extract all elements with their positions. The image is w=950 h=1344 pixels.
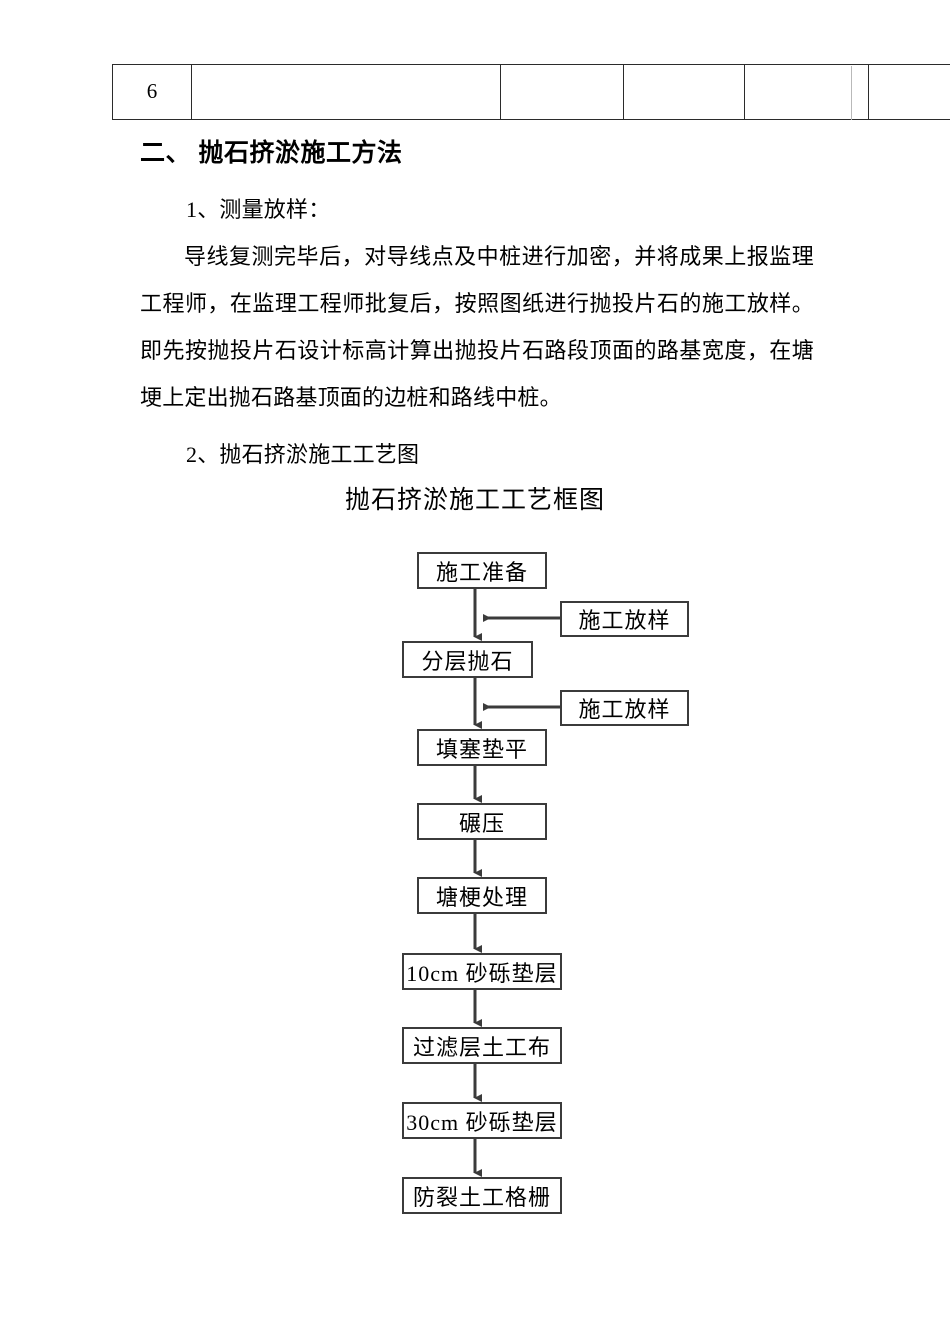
table-cell-col4[interactable] (623, 64, 745, 120)
subsection-1-label: 1、测量放样： (186, 197, 331, 222)
table-cell-col6[interactable] (868, 64, 950, 120)
flow-node-10cm-gravel-cushion[interactable]: 10cm 砂砾垫层 (402, 953, 562, 990)
flow-node-construction-preparation[interactable]: 施工准备 (417, 552, 547, 589)
flow-node-pond-ridge-treatment[interactable]: 塘梗处理 (417, 877, 547, 914)
subsection-1-body: 导线复测完毕后，对导线点及中桩进行加密，并将成果上报监理工程师，在监理工程师批复… (140, 244, 814, 410)
flow-node-30cm-gravel-cushion[interactable]: 30cm 砂砾垫层 (402, 1102, 562, 1139)
flow-node-setting-out-2[interactable]: 施工放样 (560, 690, 689, 726)
flow-node-anti-crack-geogrid[interactable]: 防裂土工格栅 (402, 1177, 562, 1214)
table-edge-shadow (851, 66, 852, 120)
flowchart-title: 抛石挤淤施工工艺框图 (344, 487, 605, 514)
section-heading: 二、 抛石挤淤施工方法 (140, 139, 403, 167)
flow-node-compaction[interactable]: 碾压 (417, 803, 547, 840)
table-row: 6 (112, 64, 950, 120)
subsection-2-label: 2、抛石挤淤施工工艺图 (186, 442, 420, 467)
table-cell-index[interactable]: 6 (112, 64, 192, 120)
table-cell-col5[interactable] (744, 64, 869, 120)
data-table: 6 (112, 64, 950, 120)
flow-node-fill-leveling[interactable]: 填塞垫平 (417, 729, 547, 766)
flow-node-filter-geotextile[interactable]: 过滤层土工布 (402, 1027, 562, 1064)
flow-node-layered-riprap[interactable]: 分层抛石 (402, 641, 533, 678)
table-cell-description[interactable] (191, 64, 501, 120)
flow-node-setting-out-1[interactable]: 施工放样 (560, 601, 689, 637)
table-cell-col3[interactable] (500, 64, 624, 120)
